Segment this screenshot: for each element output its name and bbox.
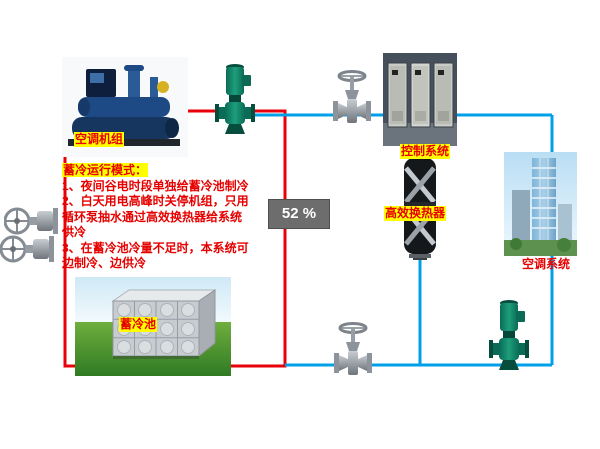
notes-line: 2、白天用电高峰时关停机组，只用 bbox=[62, 194, 249, 208]
control-cabinet-image bbox=[383, 53, 457, 146]
building-icon bbox=[504, 152, 577, 256]
valve-icon bbox=[4, 206, 62, 236]
gate-valve-bottom bbox=[334, 320, 372, 384]
control-cabinet-icon bbox=[383, 53, 457, 146]
valve-icon bbox=[333, 68, 371, 132]
inline-pump-bottom bbox=[489, 298, 529, 372]
notes-line: 1、夜间谷电时段单独给蓄冷池制冷 bbox=[62, 178, 249, 193]
notes-title: 蓄冷运行模式： bbox=[62, 163, 149, 177]
gate-valve-top bbox=[333, 68, 371, 132]
control-system-label: 控制系统 bbox=[400, 144, 451, 159]
heat-exchanger-label: 高效换热器 bbox=[384, 206, 447, 221]
operation-mode-notes: 蓄冷运行模式： 1、夜间谷电时段单独给蓄冷池制冷 2、白天用电高峰时关停机组，只… bbox=[62, 163, 249, 272]
notes-line: 3、在蓄冷池冷量不足时，本系统可 bbox=[62, 240, 249, 255]
office-building-image bbox=[504, 152, 577, 256]
valve-icon bbox=[0, 234, 58, 264]
chiller-label: 空调机组 bbox=[74, 132, 125, 147]
pump-icon bbox=[215, 62, 255, 136]
inline-pump-top bbox=[215, 62, 255, 136]
pump-icon bbox=[489, 298, 529, 372]
gate-valve-left-lower bbox=[0, 234, 58, 264]
flow-percentage-badge: 52 % bbox=[268, 199, 330, 229]
notes-line: 边制冷、边供冷 bbox=[62, 256, 147, 270]
gate-valve-left-upper bbox=[4, 206, 62, 236]
hvac-system-label: 空调系统 bbox=[522, 257, 571, 271]
storage-tank-label: 蓄冷池 bbox=[119, 317, 158, 332]
notes-line: 供冷 bbox=[62, 225, 87, 239]
valve-icon bbox=[334, 320, 372, 384]
notes-line: 循环泵抽水通过高效换热器给系统 bbox=[62, 209, 243, 224]
